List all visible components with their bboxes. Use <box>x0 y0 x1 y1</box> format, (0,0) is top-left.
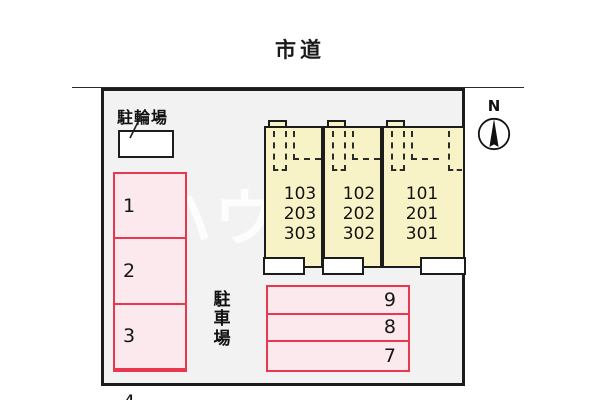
room-number: 202 <box>342 204 376 225</box>
building-entrance-left <box>263 257 305 275</box>
balcony-outline <box>293 131 321 160</box>
parking-stall[interactable]: 2 <box>115 239 185 305</box>
lower-parking-block: 9 8 7 <box>266 285 410 372</box>
parking-stall[interactable]: 4 <box>115 370 185 400</box>
parking-stall[interactable]: 7 <box>268 342 408 370</box>
parking-stall-number: 1 <box>123 194 136 217</box>
parking-stall[interactable]: 9 <box>268 287 408 315</box>
room-number: 303 <box>283 224 317 245</box>
balcony-outline <box>448 131 462 171</box>
parking-stall-number: 7 <box>383 345 396 368</box>
balcony-outline <box>352 131 380 160</box>
room-number-list-right: 101 201 301 <box>393 184 451 244</box>
balcony-outline <box>411 131 439 160</box>
bicycle-parking-label: 駐輪場 <box>117 108 169 127</box>
bicycle-parking-leader-line <box>129 117 141 139</box>
compass-icon <box>477 117 511 151</box>
room-number: 102 <box>342 184 376 204</box>
left-parking-block: 1 2 3 4 5 6 <box>113 172 187 400</box>
parking-stall-number: 9 <box>383 288 396 311</box>
building-roof-notch <box>268 120 287 129</box>
room-number: 103 <box>283 184 317 204</box>
room-number-list-center: 102 202 302 <box>330 184 388 244</box>
parking-lot-label: 駐 車 場 <box>211 290 233 349</box>
parking-stall-number: 2 <box>123 259 136 282</box>
room-number: 201 <box>405 204 439 225</box>
building-entrance-right <box>420 257 466 275</box>
building-roof-notch <box>386 120 405 129</box>
room-number: 302 <box>342 224 376 245</box>
room-number-list-left: 103 203 303 <box>271 184 329 244</box>
balcony-outline <box>332 131 346 171</box>
road-label: 市道 <box>275 38 325 62</box>
balcony-outline <box>391 131 405 171</box>
parking-stall[interactable]: 8 <box>268 315 408 343</box>
parking-lot-label-char: 車 <box>213 309 231 330</box>
road-line <box>72 87 524 88</box>
balcony-outline <box>273 131 287 171</box>
bicycle-parking-area <box>118 130 174 158</box>
parking-stall-number: 3 <box>123 325 136 348</box>
compass-north-label: N <box>487 97 501 115</box>
building-roof-notch <box>327 120 346 129</box>
room-number: 203 <box>283 204 317 225</box>
room-number: 101 <box>405 184 439 204</box>
parking-stall[interactable]: 3 <box>115 305 185 370</box>
parking-lot-label-char: 駐 <box>213 290 231 310</box>
parking-stall-number: 8 <box>383 316 396 339</box>
room-number: 301 <box>405 224 439 245</box>
parking-stall[interactable]: 1 <box>115 174 185 240</box>
building-entrance-center <box>322 257 364 275</box>
parking-stall-number: 4 <box>123 391 135 400</box>
parking-lot-label-char: 場 <box>213 328 231 349</box>
